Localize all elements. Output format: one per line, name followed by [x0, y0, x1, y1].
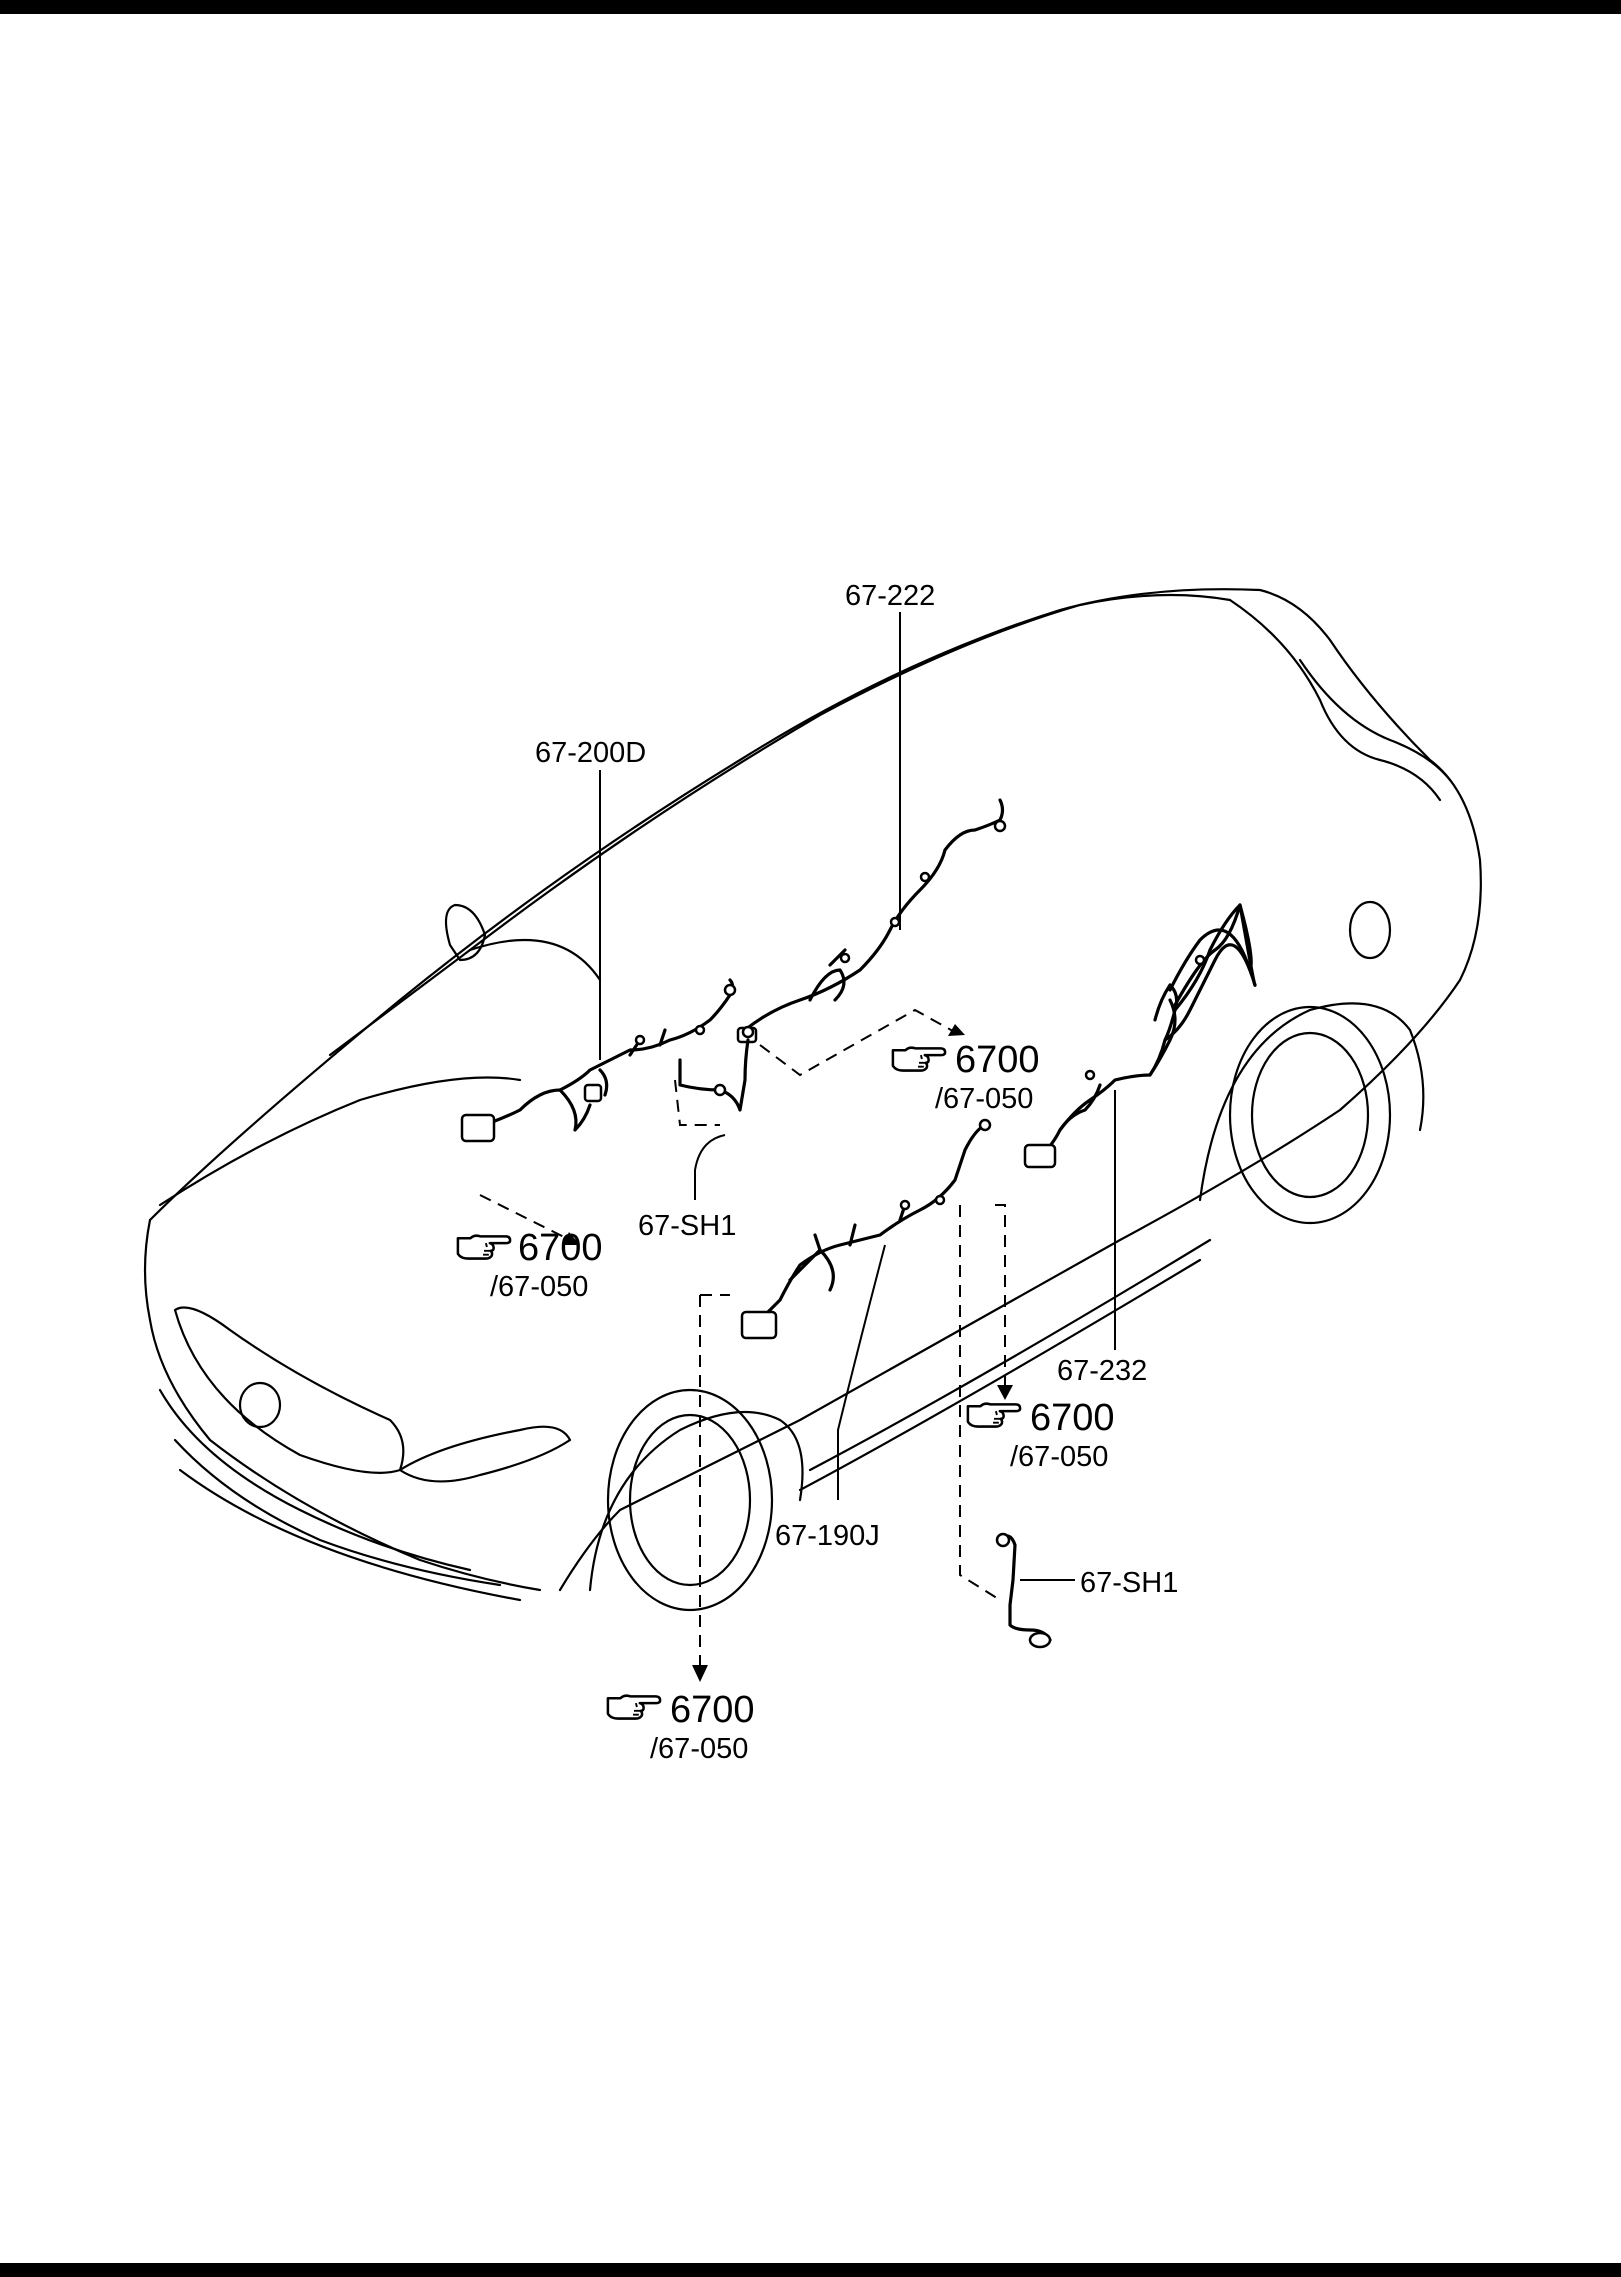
label-67-sh1-left: 67-SH1 [638, 1210, 736, 1242]
label-67-sh1-right: 67-SH1 [1080, 1567, 1178, 1599]
reference-dashed-lines [479, 1008, 1013, 1682]
harness-67-sh1-right [995, 1532, 1052, 1649]
reference-callout-1[interactable]: 6700 /67-050 [891, 1039, 1040, 1115]
bottom-border-bar [0, 2263, 1621, 2277]
label-67-200d: 67-200D [535, 737, 646, 769]
reference-callout-2[interactable]: 6700 /67-050 [456, 1227, 603, 1303]
ref4-subref: /67-050 [650, 1733, 748, 1765]
pointing-hand-icon [891, 1046, 947, 1072]
reference-callout-3[interactable]: 6700 /67-050 [966, 1397, 1115, 1473]
harness-67-190j [740, 1118, 992, 1340]
ref4-number: 6700 [670, 1689, 755, 1731]
harness-67-200d [460, 978, 737, 1143]
ref2-number: 6700 [518, 1227, 603, 1269]
ref2-subref: /67-050 [490, 1271, 588, 1303]
pointing-hand-icon [456, 1234, 512, 1260]
harness-67-sh1-left [678, 1025, 755, 1112]
label-67-190j: 67-190J [775, 1520, 880, 1552]
reference-callout-4[interactable]: 6700 /67-050 [606, 1689, 755, 1765]
label-67-232: 67-232 [1057, 1355, 1147, 1387]
label-67-222: 67-222 [845, 580, 935, 612]
vehicle-outline [143, 588, 1482, 1612]
top-border-bar [0, 0, 1621, 14]
ref3-number: 6700 [1030, 1397, 1115, 1439]
pointing-hand-icon [966, 1402, 1022, 1428]
leader-lines [599, 612, 1116, 1581]
ref3-subref: /67-050 [1010, 1441, 1108, 1473]
pointing-hand-icon [606, 1694, 662, 1720]
harness-67-222 [736, 798, 1007, 1044]
ref1-subref: /67-050 [935, 1083, 1033, 1115]
ref1-number: 6700 [955, 1039, 1040, 1081]
harness-67-232 [1023, 903, 1257, 1169]
